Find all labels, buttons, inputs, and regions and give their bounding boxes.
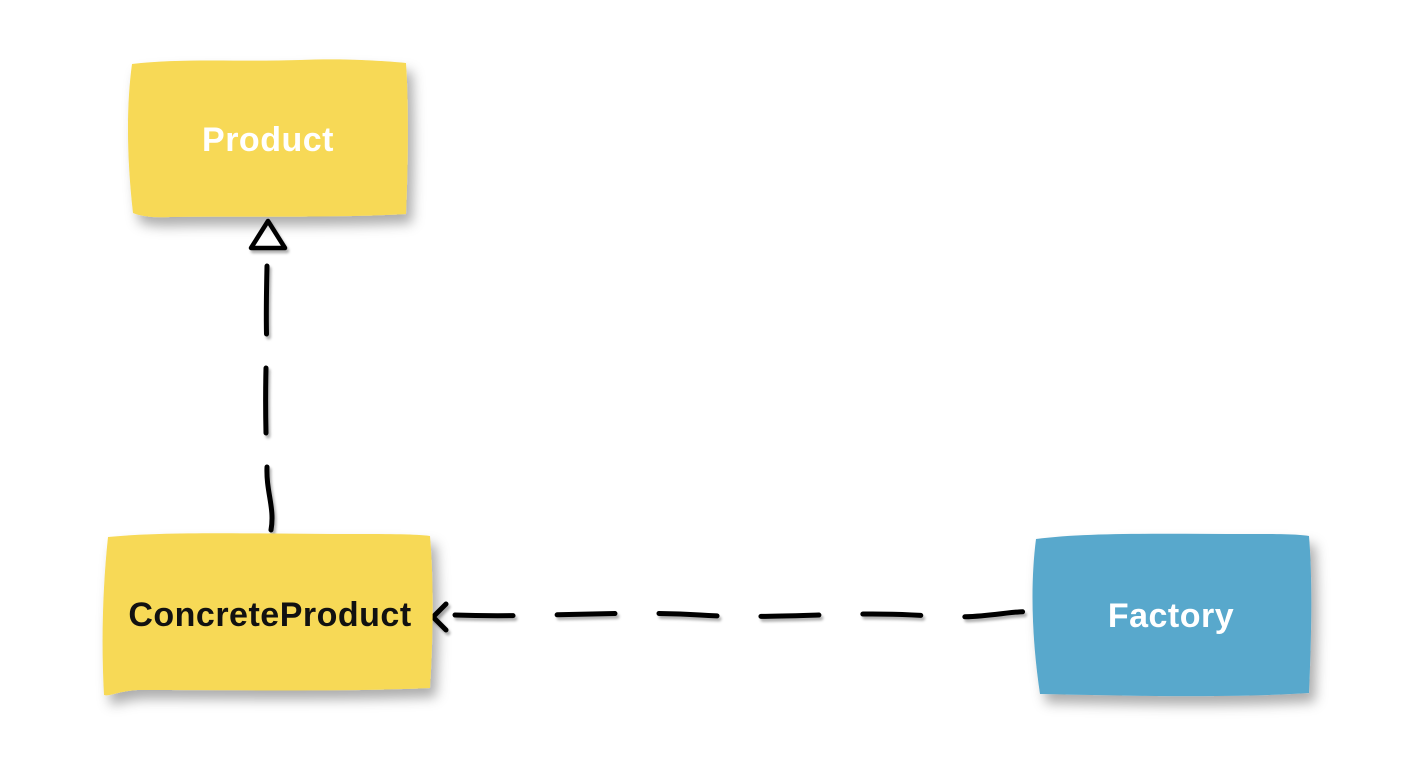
factory-label: Factory [1108, 597, 1234, 635]
node-concrete-product[interactable]: ConcreteProduct [102, 533, 433, 696]
dependency-dashed-line [452, 609, 1035, 620]
factory-box-shape[interactable] [1032, 533, 1312, 697]
node-factory[interactable]: Factory [1032, 533, 1312, 697]
edge-realization[interactable] [248, 218, 288, 533]
concrete-product-label: ConcreteProduct [128, 596, 411, 634]
open-arrowhead-icon [430, 601, 449, 633]
hollow-triangle-arrowhead-icon [248, 218, 288, 251]
realization-dash-segment-3 [264, 464, 275, 533]
concrete-product-box-shape[interactable] [102, 533, 433, 696]
product-label: Product [202, 121, 334, 159]
product-box-shape[interactable] [127, 59, 408, 218]
realization-dash-segment-1 [263, 263, 270, 337]
edge-dependency[interactable] [430, 601, 1035, 633]
node-product[interactable]: Product [127, 59, 408, 218]
